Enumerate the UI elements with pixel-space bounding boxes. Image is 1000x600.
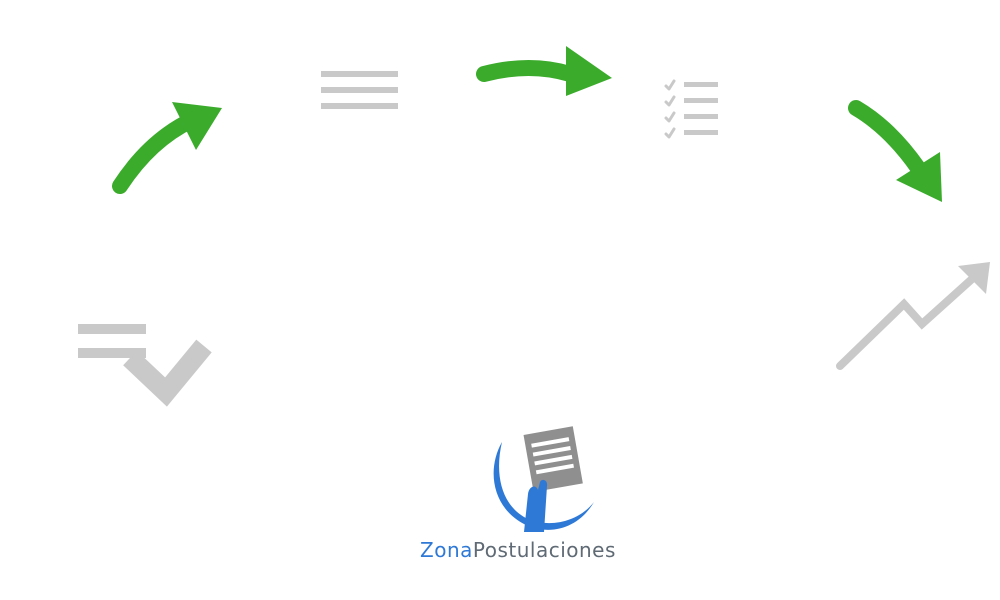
brand-wordmark: ZonaPostulaciones [420,538,670,562]
document-lines-icon [321,71,398,109]
brand-name-part2: Postulaciones [472,538,616,562]
brand-name-part1: Zona [420,538,473,562]
trending-up-icon [836,262,990,370]
brand-logo-icon [493,426,594,532]
checklist-done-icon [78,324,212,407]
checklist-icon [664,79,718,139]
